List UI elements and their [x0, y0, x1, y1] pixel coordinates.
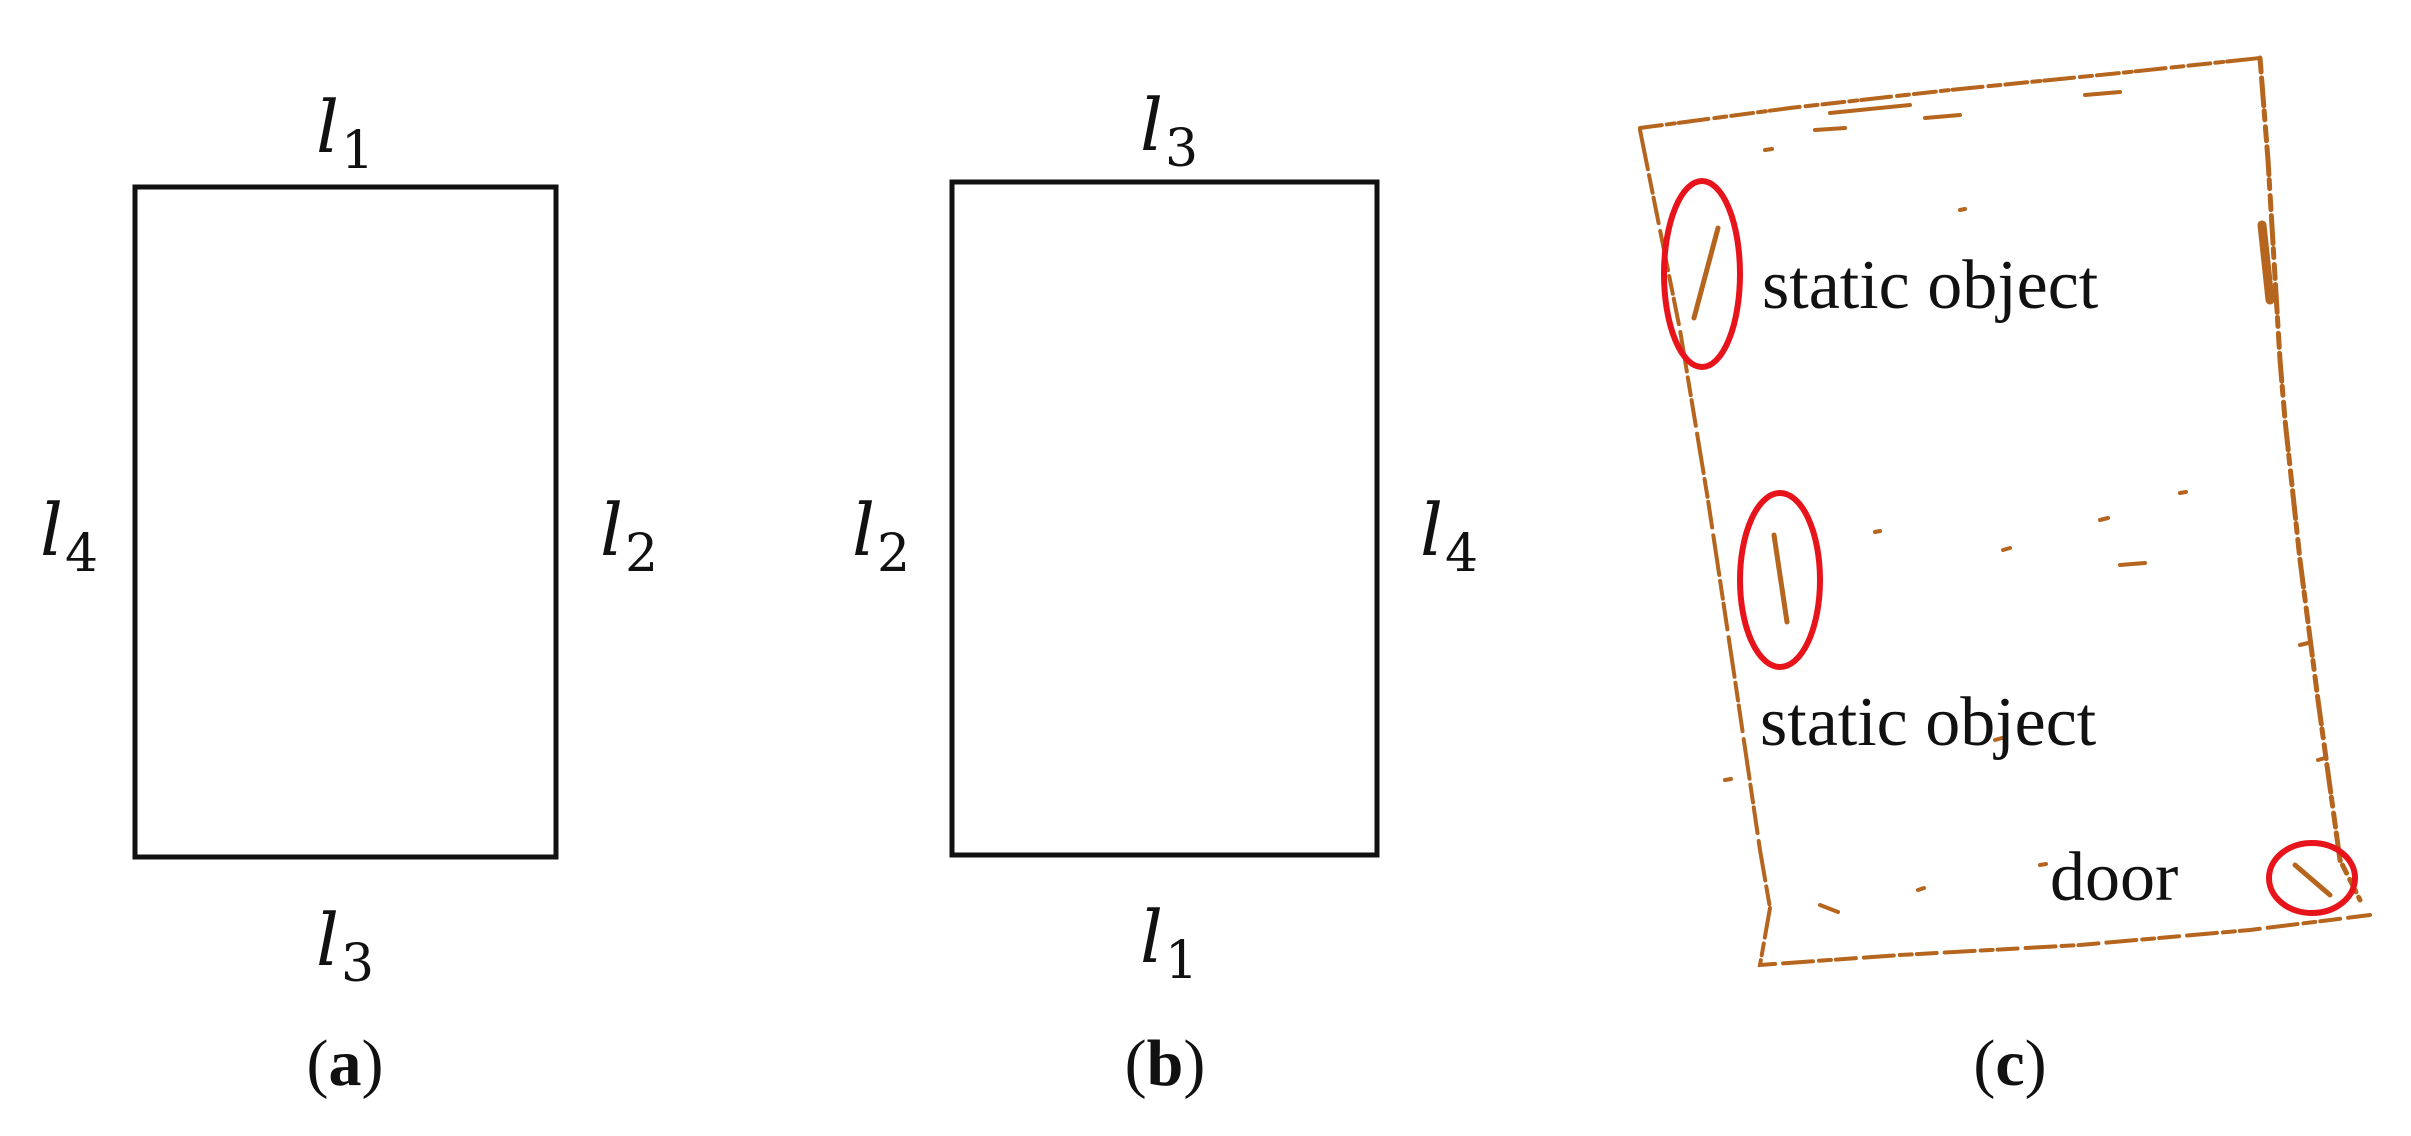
panel-b: l3 l4 l1 l2 (b): [852, 83, 1478, 1100]
point-cloud: [1638, 55, 2372, 968]
panel-c-caption: (c): [1973, 1027, 2046, 1100]
panel-a-label-right: l2: [600, 488, 658, 584]
panel-b-label-bottom: l1: [1140, 895, 1198, 991]
panel-b-label-right: l4: [1420, 488, 1478, 584]
speckle: [2083, 90, 2122, 97]
panel-a-label-bottom: l3: [316, 898, 374, 994]
speckle: [1958, 207, 1967, 212]
door-label: door: [2050, 839, 2178, 916]
speckle: [1916, 886, 1926, 892]
static-object-2-highlight: [1737, 490, 1823, 670]
speckle: [2038, 862, 2048, 867]
speckle: [2098, 516, 2110, 522]
panel-a-label-top: l1: [316, 85, 374, 181]
panel-b-label-top: l3: [1140, 83, 1198, 179]
speckle: [2298, 641, 2310, 647]
point-cloud-speckles: [1723, 90, 2327, 914]
speckle: [2178, 490, 2188, 495]
panel-b-label-left: l2: [852, 488, 910, 584]
door-segment: [2292, 862, 2333, 898]
speckle: [2257, 220, 2275, 305]
speckle: [1723, 777, 1733, 782]
speckle: [1923, 113, 1962, 120]
door-highlight: [2266, 840, 2358, 916]
speckle: [1873, 529, 1882, 534]
panel-a: l1 l2 l3 l4 (a): [40, 85, 658, 1100]
speckle: [1828, 103, 1912, 115]
speckle: [1813, 126, 1847, 132]
static-object-label-2: static object: [1760, 684, 2097, 761]
static-object-1-highlight: [1661, 178, 1743, 370]
speckle: [2001, 546, 2012, 552]
speckle: [1993, 736, 2004, 742]
speckle: [2316, 756, 2327, 762]
point-cloud-right-wall: [2257, 55, 2363, 903]
panel-b-rectangle: [949, 179, 1380, 858]
static-object-2-segment: [1771, 532, 1790, 625]
speckle: [1818, 903, 1840, 914]
static-object-label-1: static object: [1762, 247, 2099, 324]
panel-c: static object static object door (c): [1638, 55, 2372, 1100]
point-cloud-left-wall: [1638, 128, 1772, 910]
panel-a-caption: (a): [307, 1027, 384, 1100]
speckle: [1763, 147, 1774, 152]
panel-a-rectangle: [132, 184, 559, 860]
panel-a-label-left: l4: [40, 488, 98, 584]
point-cloud-top-wall: [1638, 56, 2262, 130]
speckle: [2118, 561, 2147, 567]
point-cloud-bottom-wall: [1757, 906, 2372, 968]
static-object-1-segment: [1691, 225, 1721, 321]
highlight-ellipses: [1661, 178, 2358, 916]
panel-b-caption: (b): [1125, 1027, 1206, 1100]
